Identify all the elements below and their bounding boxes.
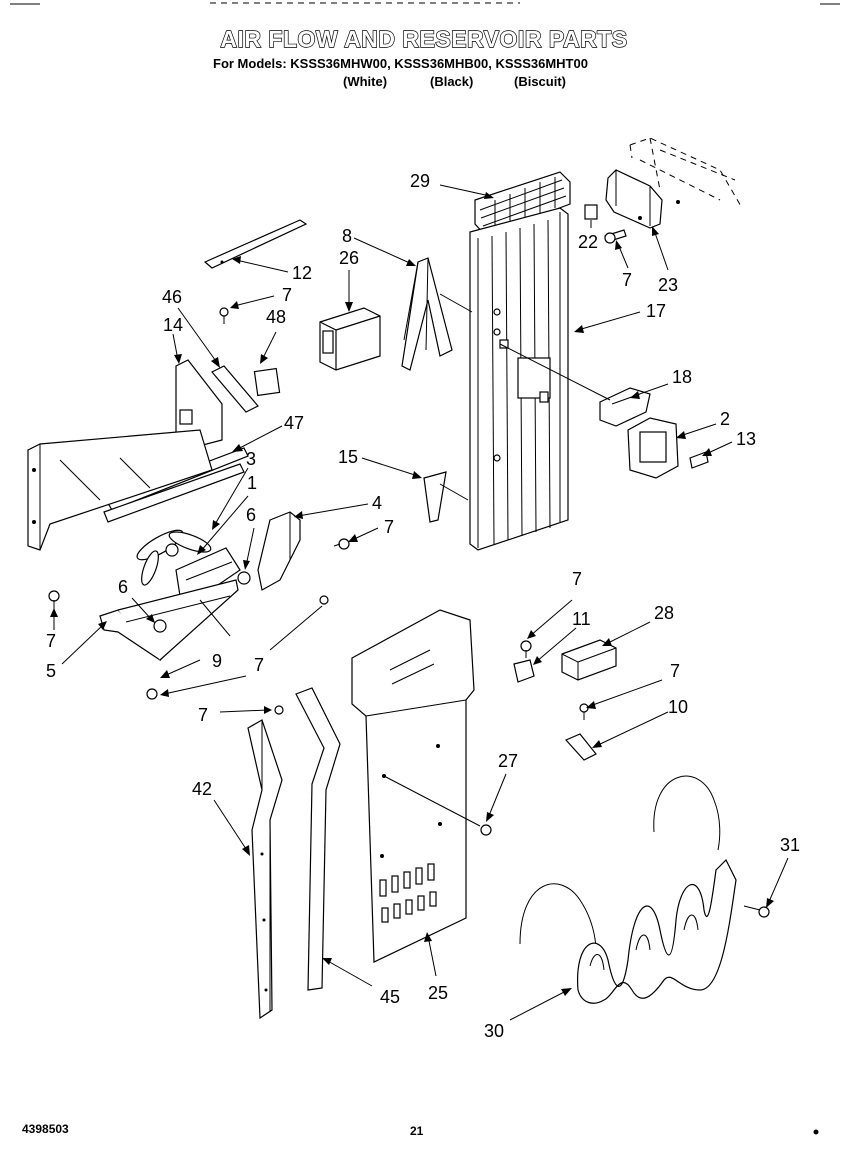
callout-46: 46: [162, 287, 183, 307]
corner-mark: [813, 1129, 819, 1135]
part-29-grille: [474, 171, 571, 237]
callout-7: 7: [198, 705, 209, 725]
vent-slots: [379, 863, 437, 923]
part-17-evaporator-cover: [469, 207, 569, 551]
part-10-clip: [564, 733, 597, 761]
callout-7: 7: [282, 285, 293, 305]
callout-7: 7: [46, 631, 57, 651]
part-48-insulation: [253, 367, 281, 397]
callout-27: 27: [498, 751, 519, 771]
callout-28: 28: [654, 603, 675, 623]
part-2-housing: [627, 417, 679, 479]
callout-6: 6: [246, 505, 257, 525]
top-edge-marks: [10, 2, 840, 5]
part-18-clip: [599, 387, 651, 427]
callout-7: 7: [572, 569, 583, 589]
callout-9: 9: [212, 651, 223, 671]
callout-42: 42: [192, 779, 213, 799]
callout-25: 25: [428, 983, 449, 1003]
callout-12: 12: [292, 263, 313, 283]
part-6-grommet: [153, 619, 167, 633]
callout-7: 7: [254, 655, 265, 675]
callout-leaders: [50, 184, 789, 1021]
callout-47: 47: [284, 413, 305, 433]
callout-31: 31: [780, 835, 801, 855]
part-14-baffle: [175, 359, 223, 453]
callout-13: 13: [736, 429, 757, 449]
callout-2: 2: [720, 409, 731, 429]
part-28-block: [561, 639, 617, 681]
screw-icon: [480, 824, 492, 836]
part-22-block: [584, 204, 598, 220]
part-42-bracket: [247, 719, 283, 1020]
part-4-bracket: [257, 511, 301, 591]
part-26-duct: [319, 307, 381, 371]
part-8-foam-block: [401, 257, 453, 371]
callout-30: 30: [484, 1021, 505, 1041]
callout-29: 29: [410, 171, 431, 191]
variant-black: (Black): [430, 74, 474, 89]
callout-6: 6: [118, 577, 129, 597]
part-30-heater: [519, 775, 737, 1004]
page-title: AIR FLOW AND RESERVOIR PARTS: [220, 25, 628, 52]
part-12-strip: [203, 219, 308, 269]
callout-3: 3: [246, 449, 257, 469]
callout-7: 7: [384, 517, 395, 537]
part-15-cone: [423, 471, 447, 523]
part-23-dashed-outline: [629, 137, 743, 209]
part-25-back-panel: [351, 609, 475, 963]
fan-housing: [27, 429, 213, 551]
callout-10: 10: [668, 697, 689, 717]
callout-48: 48: [266, 307, 287, 327]
callout-22: 22: [578, 232, 599, 252]
variant-white: (White): [343, 74, 388, 89]
models-line: For Models: KSSS36MHW00, KSSS36MHB00, KS…: [213, 56, 588, 71]
page-number: 21: [410, 1124, 424, 1138]
part-6-grommet: [237, 571, 251, 585]
callout-4: 4: [372, 493, 383, 513]
callout-11: 11: [572, 609, 591, 629]
callout-5: 5: [46, 661, 57, 681]
part-number: 4398503: [22, 1122, 69, 1136]
callout-17: 17: [646, 301, 667, 321]
callout-45: 45: [380, 987, 401, 1007]
callout-1: 1: [247, 473, 258, 493]
screw-icon: [743, 905, 770, 918]
callout-15: 15: [338, 447, 359, 467]
callout-23: 23: [658, 275, 679, 295]
part-5-bracket: [99, 579, 239, 662]
callout-8: 8: [342, 226, 353, 246]
screw-icon: [604, 229, 627, 244]
callout-14: 14: [163, 315, 184, 335]
variant-biscuit: (Biscuit): [514, 74, 566, 89]
callout-18: 18: [672, 367, 693, 387]
callout-7: 7: [670, 661, 681, 681]
callout-26: 26: [339, 248, 360, 268]
callout-7: 7: [622, 270, 633, 290]
part-45-gasket: [295, 687, 341, 991]
part-23-bracket: [605, 169, 680, 229]
part-11-clip: [513, 659, 535, 683]
